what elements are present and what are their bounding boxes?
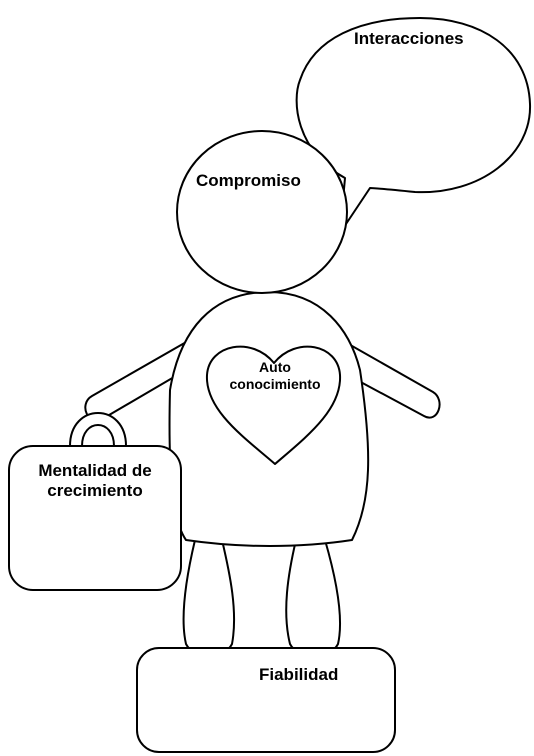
interactions-label: Interacciones bbox=[354, 29, 464, 48]
self-knowledge-label: Auto conocimiento bbox=[212, 359, 338, 393]
head-circle bbox=[176, 130, 348, 294]
pedestal-box bbox=[136, 647, 396, 753]
briefcase-handle bbox=[69, 412, 127, 447]
self-knowledge-line-2: conocimiento bbox=[229, 375, 321, 392]
heart-shape bbox=[205, 345, 342, 465]
growth-mindset-line-1: Mentalidad de bbox=[38, 461, 152, 480]
self-knowledge-line-1: Auto bbox=[259, 359, 291, 375]
left-leg bbox=[182, 539, 236, 657]
growth-mindset-label: Mentalidad de crecimiento bbox=[9, 461, 181, 502]
right-arm bbox=[337, 337, 441, 419]
commitment-label: Compromiso bbox=[196, 171, 301, 190]
reliability-label: Fiabilidad bbox=[259, 665, 339, 684]
speech-bubble bbox=[295, 17, 532, 234]
briefcase-box bbox=[8, 445, 182, 591]
right-leg bbox=[285, 539, 342, 657]
growth-mindset-line-2: crecimiento bbox=[47, 481, 143, 501]
